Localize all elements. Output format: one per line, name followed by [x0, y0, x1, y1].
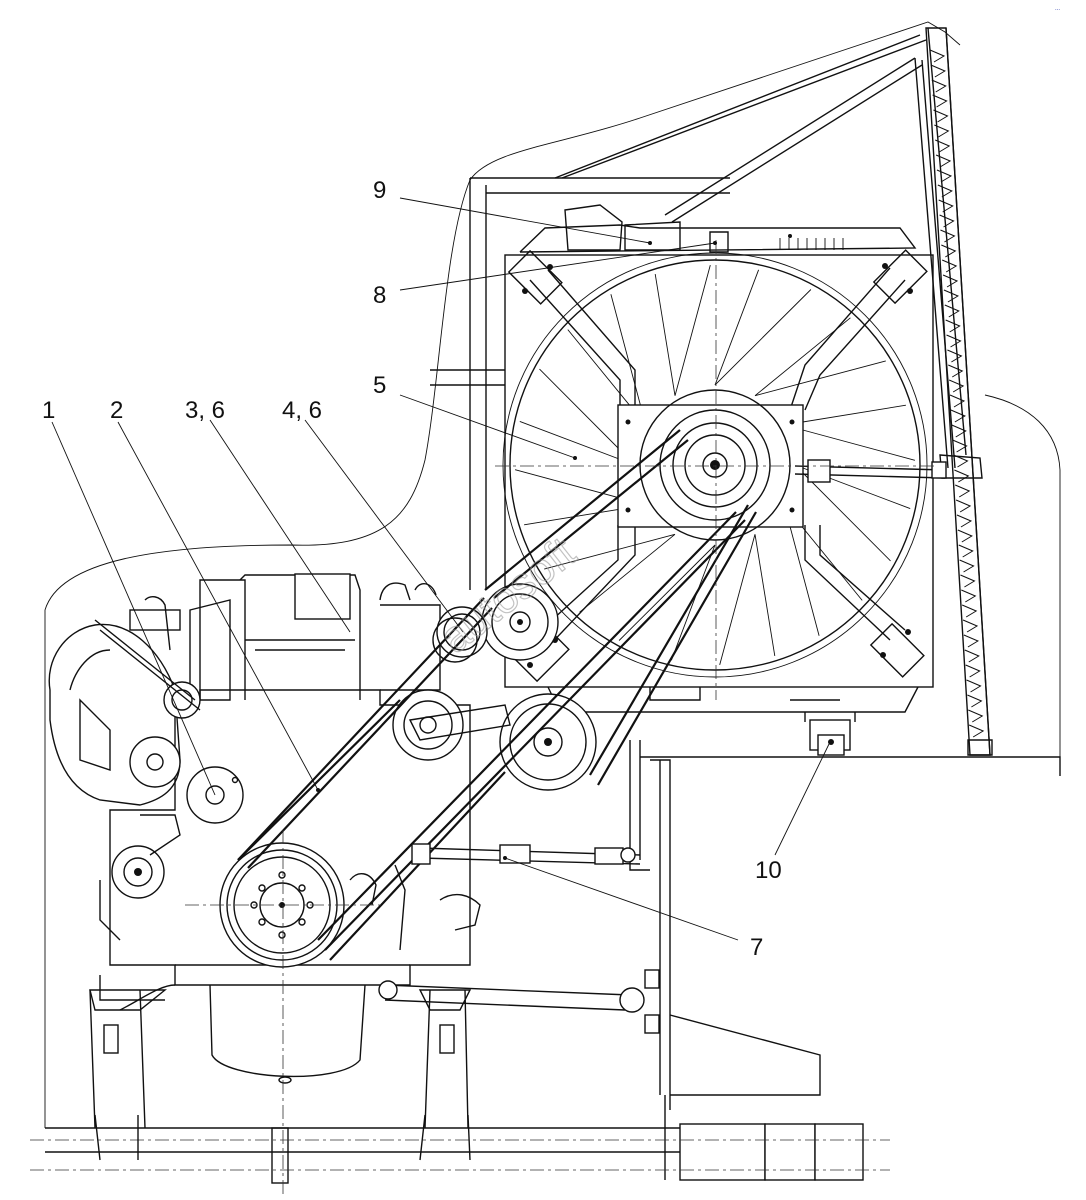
grille-rib [932, 94, 948, 108]
callout-5: 5 [373, 372, 386, 399]
grille-rib [940, 229, 956, 243]
fan-blade [544, 533, 676, 613]
callout-2: 2 [110, 397, 123, 424]
leader-lines [51, 197, 831, 941]
hood-outline [44, 21, 1061, 1128]
callout-9: 9 [373, 177, 386, 204]
grille-rib [951, 424, 967, 438]
callout-1: 1 [42, 397, 55, 424]
grille-rib [939, 214, 955, 228]
shroud-struts [507, 249, 928, 683]
grille-rib [943, 289, 960, 303]
grille-rib [948, 379, 965, 393]
radiator-grille [925, 27, 991, 756]
fan-blade [714, 269, 812, 386]
grille-rib [946, 334, 962, 348]
expansion-tank [519, 204, 917, 253]
right-bracket-structure [629, 712, 1061, 1180]
fan-shroud [502, 252, 928, 678]
grille-rib [948, 364, 964, 378]
grille-rib [956, 514, 973, 528]
center-lines [185, 240, 935, 1195]
grille-rib [961, 604, 978, 618]
frame-rail [30, 1123, 890, 1184]
grille-rib [944, 304, 960, 318]
grille-rib [964, 649, 980, 663]
grille-rib [934, 124, 950, 138]
callout-8: 8 [373, 282, 386, 309]
grille-rib [935, 139, 951, 153]
grille-rib [954, 469, 970, 483]
grille-rib [931, 79, 947, 93]
engine-mounts [89, 989, 472, 1161]
left-accessory-drive [48, 619, 244, 899]
callout-labels: 1 2 3, 6 4, 6 5 8 9 7 10 [42, 177, 782, 961]
drive-belts [237, 429, 757, 961]
grille-rib [933, 109, 949, 123]
grille-rib [955, 499, 972, 513]
grille-rib [967, 694, 983, 708]
grille-rib [941, 244, 957, 258]
grille-rib [949, 394, 966, 408]
grille-rib [968, 724, 985, 738]
grille-rib [935, 154, 952, 168]
support-frame [430, 34, 993, 756]
grille-rib [936, 169, 953, 183]
fan-hub [617, 389, 804, 541]
adjuster-rods [378, 843, 660, 1034]
callout-7: 7 [750, 934, 763, 961]
grille-rib [952, 439, 968, 453]
grille-rib [963, 634, 980, 648]
fan-blade [618, 544, 716, 661]
fan-blade [719, 534, 776, 666]
grille-rib [950, 409, 966, 423]
engine-hoses [349, 582, 481, 951]
grille-rib [961, 589, 977, 603]
grille-rib [955, 484, 971, 498]
grille-rib [929, 49, 946, 63]
callout-3-6: 3, 6 [185, 397, 225, 424]
grille-rib [957, 529, 973, 543]
grille-rib [958, 544, 974, 558]
grille-rib [942, 274, 959, 288]
tension-rod [794, 459, 947, 483]
fan-blade [654, 264, 711, 396]
grille-rib [966, 679, 982, 693]
grille-rib [968, 709, 984, 723]
grille-rib [947, 349, 963, 363]
grille-rib [945, 319, 961, 333]
grille-rib [959, 559, 975, 573]
corner-mark: ... [1055, 6, 1060, 12]
grille-rib [930, 64, 946, 78]
grille-rib [960, 574, 976, 588]
grille-rib [965, 664, 981, 678]
belt-idlers [392, 583, 597, 791]
fan-blade [754, 317, 886, 397]
grille-rib [938, 199, 954, 213]
grille-rib [941, 259, 958, 273]
fan-blade [784, 404, 916, 461]
callout-4-6: 4, 6 [282, 397, 322, 424]
callout-10: 10 [755, 857, 782, 884]
grille-rib [937, 184, 953, 198]
grille-rib [962, 619, 979, 633]
